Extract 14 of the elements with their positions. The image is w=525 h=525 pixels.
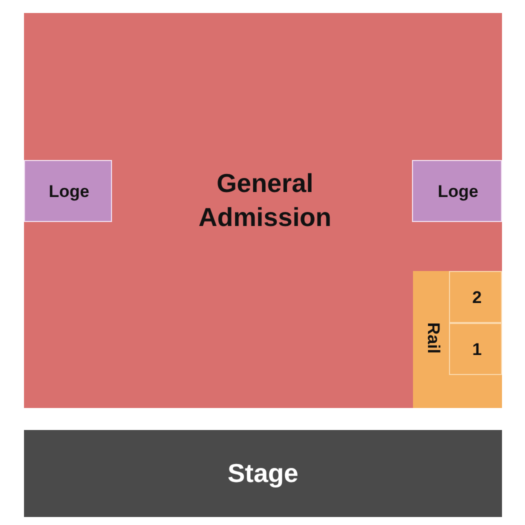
section-label: 1 [472,338,482,361]
seating-section [449,323,502,375]
seating-section [412,160,502,222]
section-label: Loge [48,180,90,203]
section-label: Stage [228,457,298,490]
section-label: Rail [423,322,444,354]
seating-section [24,160,112,222]
section-label: Loge [438,180,478,203]
seating-section [413,271,502,408]
seating-section [449,271,502,323]
seating-section [24,13,502,408]
stage-area [24,430,502,517]
section-label: 2 [472,286,482,309]
section-label: General Admission [198,167,332,234]
